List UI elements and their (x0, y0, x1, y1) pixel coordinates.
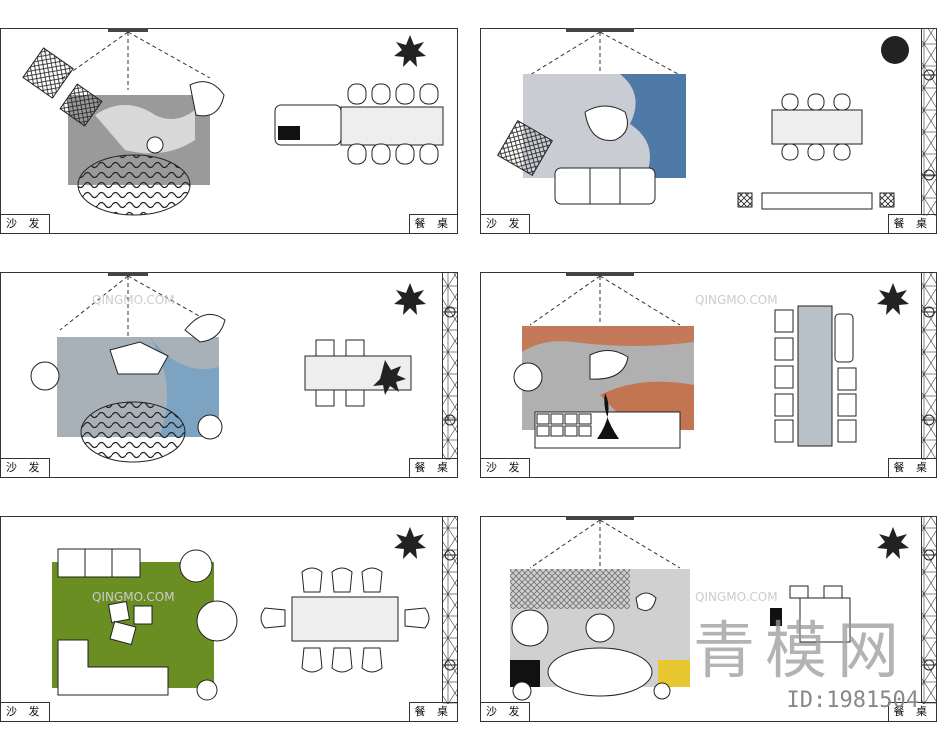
dining-label: 餐 桌 (408, 702, 457, 721)
potted-plant-icon (394, 35, 909, 559)
chair-icon (347, 83, 439, 165)
chair-icon (789, 585, 851, 643)
sofa-icon (554, 167, 656, 205)
window-rail-icon (922, 272, 936, 460)
window-rail-icon (922, 516, 936, 704)
dining-label: 餐 桌 (408, 214, 457, 233)
watermark-text: QINGMO.COM (92, 590, 175, 604)
pendant-lamp-icon (59, 272, 211, 336)
sofa-icon (57, 548, 141, 578)
watermark-text: QINGMO.COM (695, 293, 778, 307)
dining-label: 餐 桌 (887, 702, 936, 721)
sofa-label: 沙 发 (481, 702, 530, 721)
sofa-label: 沙 发 (1, 702, 50, 721)
sofa-label: 沙 发 (481, 214, 530, 233)
window-rail (921, 273, 936, 459)
window-rail-icon (443, 272, 457, 460)
dining-table-icon (797, 305, 833, 447)
chair-icon (774, 309, 857, 443)
chair-icon (260, 567, 430, 673)
chair-icon (315, 339, 365, 407)
dining-table-icon (771, 109, 863, 145)
watermark-text: QINGMO.COM (92, 293, 175, 307)
window-rail (442, 273, 457, 459)
chair-icon (781, 93, 851, 161)
sofa-label: 沙 发 (481, 458, 530, 477)
window-rail (442, 517, 457, 703)
window-rail (921, 517, 936, 703)
pendant-lamp-icon (529, 516, 681, 569)
logo-watermark: 青模网 (692, 614, 909, 687)
dining-label: 餐 桌 (408, 458, 457, 477)
sofa-label: 沙 发 (1, 214, 50, 233)
id-watermark: ID:1981504 (786, 688, 919, 713)
dining-label: 餐 桌 (887, 458, 936, 477)
dining-table-icon (291, 596, 399, 642)
pendant-lamp-icon (529, 272, 681, 326)
window-rail (921, 29, 936, 215)
window-rail-icon (922, 28, 936, 216)
pendant-lamp-icon (59, 28, 211, 90)
watermark-text: QINGMO.COM (695, 590, 778, 604)
window-rail-icon (443, 516, 457, 704)
dining-label: 餐 桌 (887, 214, 936, 233)
sofa-icon (57, 639, 169, 696)
pendant-lamp-icon (529, 28, 681, 76)
sofa-label: 沙 发 (1, 458, 50, 477)
